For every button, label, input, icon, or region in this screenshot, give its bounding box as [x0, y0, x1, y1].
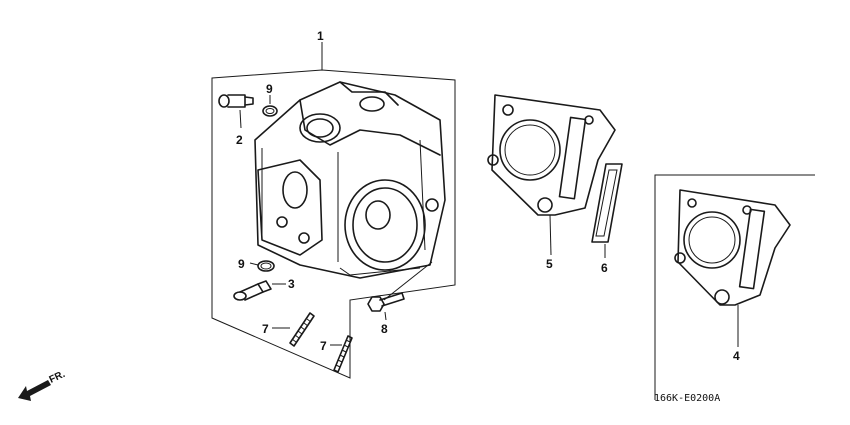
callout-3: 3	[288, 277, 295, 291]
part-9-washer-bottom	[249, 260, 275, 272]
callout-8: 8	[381, 322, 388, 336]
callout-6: 6	[601, 261, 608, 275]
cylinder-head	[254, 81, 446, 279]
part-3-fitting	[233, 280, 286, 301]
assembly-group-outline	[211, 69, 456, 379]
callout-4: 4	[733, 349, 740, 363]
callout-9-bottom: 9	[238, 257, 245, 271]
part-7-stud-lower	[330, 335, 353, 373]
part-9-washer-top	[262, 95, 278, 117]
part-5-gasket	[487, 94, 616, 256]
part-8-bolt	[367, 261, 433, 321]
callout-7-lower: 7	[320, 339, 327, 353]
part-6-gasket	[591, 163, 623, 258]
front-direction-arrow-icon	[18, 380, 51, 401]
callout-2: 2	[236, 133, 243, 147]
drawing-code: 166K-E0200A	[654, 393, 720, 404]
direction-label: FR.	[48, 369, 67, 386]
callout-5: 5	[546, 257, 553, 271]
callout-1: 1	[317, 29, 324, 43]
callout-9-top: 9	[266, 82, 273, 96]
part-7-stud-upper	[272, 312, 315, 347]
callout-7-upper: 7	[262, 322, 269, 336]
part-4-gasket	[674, 189, 791, 347]
part-2-fitting	[218, 94, 254, 129]
part-4-box	[654, 174, 815, 400]
